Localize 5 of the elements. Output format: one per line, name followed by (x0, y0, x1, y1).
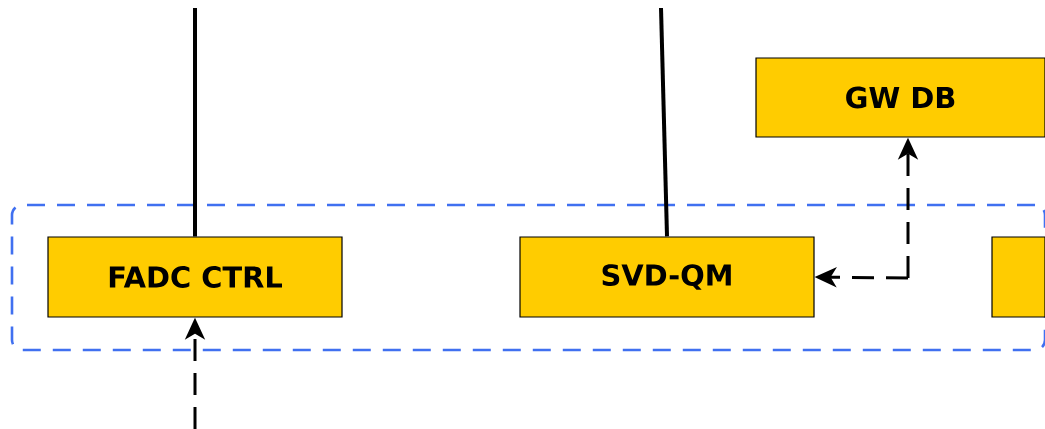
process-box: SVD-QM (519, 236, 815, 318)
process-box: GW DB (755, 57, 1045, 138)
group-frame (10, 203, 1045, 352)
process-box (991, 236, 1045, 318)
process-box: FADC CTRL (47, 236, 343, 318)
